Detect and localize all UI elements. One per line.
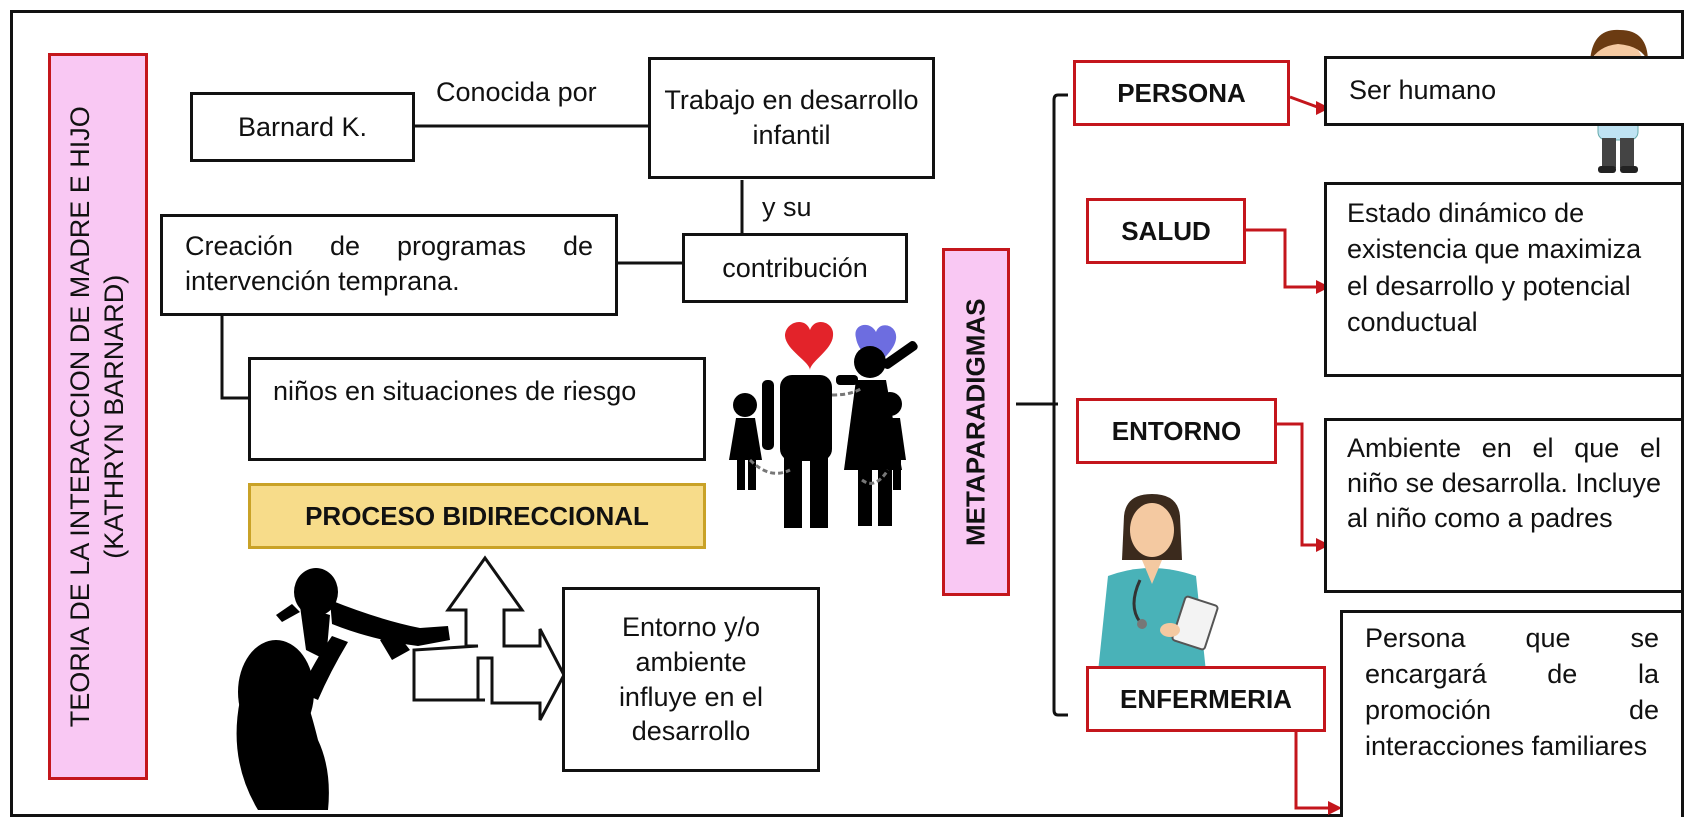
trabajo-box: Trabajo en desarrollo infantil: [648, 57, 935, 179]
proceso-bidireccional-box: PROCESO BIDIRECCIONAL: [248, 483, 706, 549]
metaparadigmas-box: METAPARADIGMAS: [942, 248, 1010, 596]
bidirectional-arrow-icon: [412, 555, 566, 721]
arrow-enfermeria: [1294, 730, 1330, 810]
ninos-box: niños en situaciones de riesgo: [248, 357, 706, 461]
main-title-text: TEORIA DE LA INTERACCION DE MADRE E HIJO…: [64, 106, 132, 727]
line-creacion-ninos: [220, 313, 248, 400]
entorno-box: ENTORNO: [1076, 398, 1277, 464]
ysu-label: y su: [762, 192, 812, 222]
main-title-line1: TEORIA DE LA INTERACCION DE MADRE E HIJO: [65, 105, 96, 728]
arrowhead-entorno: [1316, 538, 1330, 552]
brace-bracket: [1052, 93, 1068, 717]
persona-desc-box: Ser humano: [1324, 56, 1684, 126]
nurse-illustration-icon: [1098, 494, 1219, 672]
metaparadigmas-label: METAPARADIGMAS: [960, 298, 991, 546]
arrowhead-salud: [1316, 280, 1330, 294]
arrowhead-persona: [1316, 101, 1330, 115]
main-title-box: TEORIA DE LA INTERACCION DE MADRE E HIJO…: [48, 53, 148, 780]
arrowhead-enfermeria: [1328, 801, 1342, 815]
contribucion-box: contribución: [682, 233, 908, 303]
salud-box: SALUD: [1086, 198, 1246, 264]
salud-desc-box: Estado dinámico de existencia que maximi…: [1324, 182, 1684, 377]
persona-box: PERSONA: [1073, 60, 1290, 126]
arrow-entorno: [1277, 422, 1318, 547]
family-silhouette-icon: [729, 322, 918, 528]
arrow-persona: [1289, 95, 1321, 110]
main-title-line2: (KATHRYN BARNARD): [99, 274, 130, 559]
arrow-salud: [1245, 228, 1318, 289]
enfermeria-box: ENFERMERIA: [1086, 666, 1326, 732]
creacion-box: Creación de programas de intervención te…: [160, 214, 618, 316]
mother-baby-silhouette-icon: [236, 568, 450, 810]
entorno-influye-box: Entorno y/o ambiente influye en el desar…: [562, 587, 820, 772]
barnard-box: Barnard K.: [190, 92, 415, 162]
entorno-desc-box: Ambiente en el que el niño se desarrolla…: [1324, 418, 1684, 593]
conocida-label: Conocida por: [436, 77, 597, 107]
enfermeria-desc-box: Persona que se encargará de la promoción…: [1340, 610, 1684, 817]
